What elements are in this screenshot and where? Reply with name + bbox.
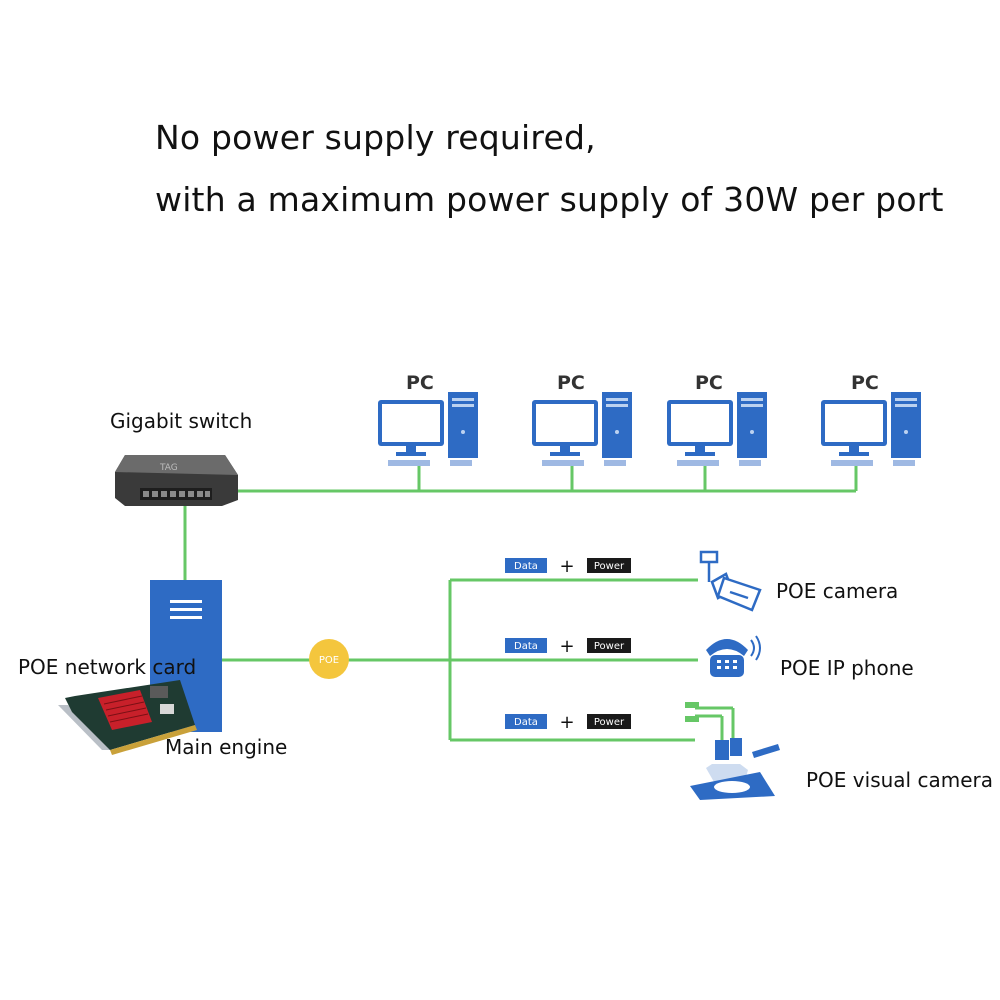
poe-badge-icon: POE [309, 639, 349, 679]
main-engine-label: Main engine [165, 735, 287, 759]
pc-icon [821, 392, 921, 466]
camera-icon [699, 550, 762, 612]
poe-badge-text: POE [319, 655, 339, 666]
headline-line-1: No power supply required, [155, 118, 596, 157]
data-power-tag-2: Data + Power [505, 636, 631, 657]
network-card-icon [58, 680, 197, 755]
power-tag-text: Power [594, 561, 625, 572]
pc-icon [378, 392, 478, 466]
pc-4-label: PC [851, 372, 879, 394]
pc-icon [667, 392, 767, 466]
switch-label: Gigabit switch [110, 409, 252, 433]
network-card-label: POE network card [18, 655, 196, 679]
plus-sign: + [559, 636, 574, 657]
data-tag-text: Data [514, 641, 538, 652]
poe-camera-label: POE camera [776, 579, 898, 603]
power-tag-text: Power [594, 717, 625, 728]
poe-ip-phone-label: POE IP phone [780, 656, 914, 680]
ip-phone-icon [706, 635, 761, 677]
pc-icon [532, 392, 632, 466]
power-tag-text: Power [594, 641, 625, 652]
pc-2-label: PC [557, 372, 585, 394]
plus-sign: + [559, 556, 574, 577]
switch-brand-text: TAG [159, 463, 178, 473]
data-tag-text: Data [514, 717, 538, 728]
plus-sign: + [559, 712, 574, 733]
pc-1-label: PC [406, 372, 434, 394]
data-tag-text: Data [514, 561, 538, 572]
data-power-tag-1: Data + Power [505, 556, 631, 577]
data-power-tag-3: Data + Power [505, 712, 631, 733]
pc-3-label: PC [695, 372, 723, 394]
headline-line-2: with a maximum power supply of 30W per p… [155, 180, 944, 219]
poe-visual-camera-label: POE visual camera [806, 768, 993, 792]
switch-icon: TAG [115, 455, 238, 506]
visual-camera-icon [685, 702, 780, 800]
